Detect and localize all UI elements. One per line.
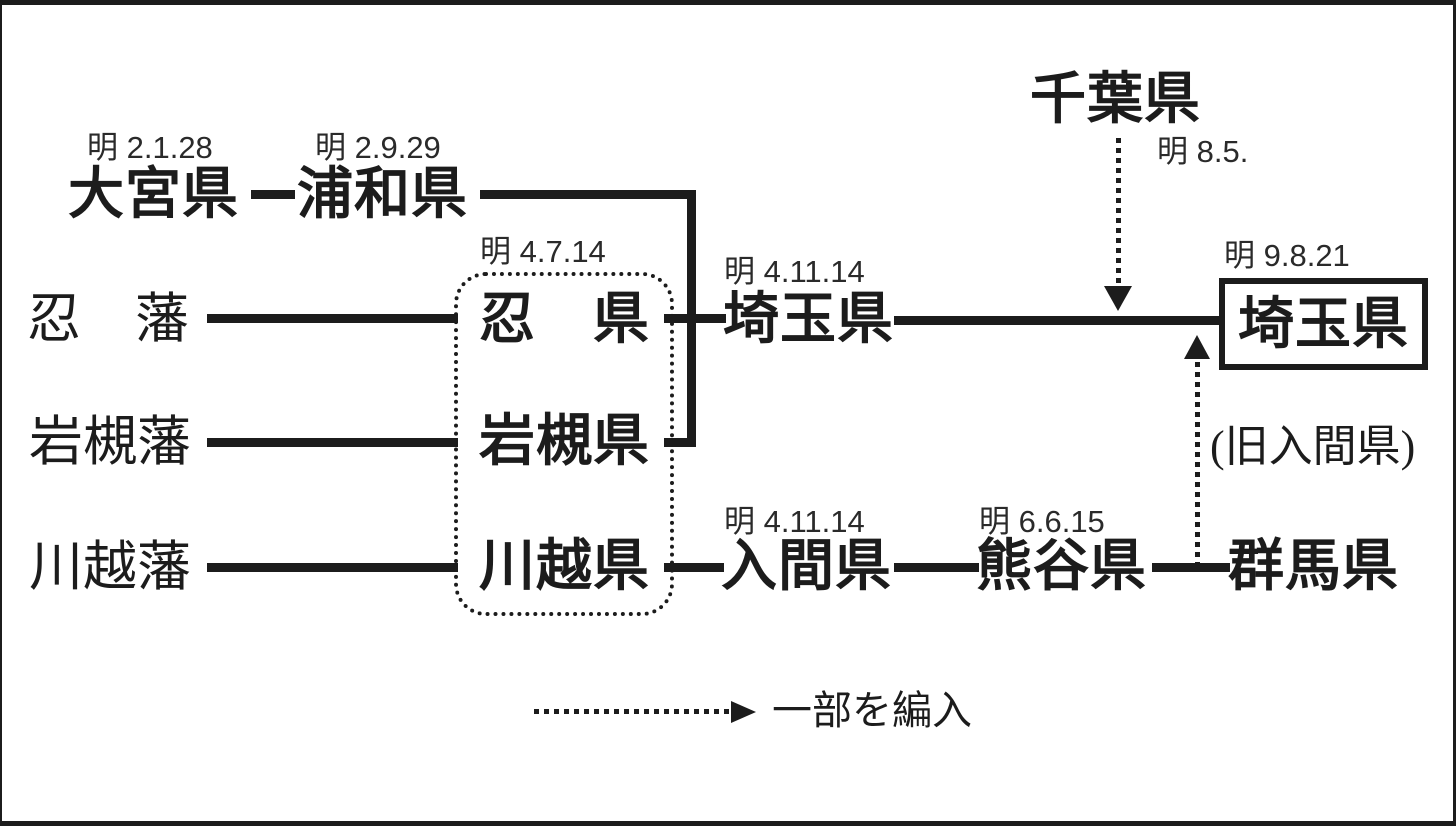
- omiya-date-label: 明 2.1.28: [87, 130, 213, 165]
- chiba-prefecture-label: 千葉県: [1030, 67, 1201, 130]
- gunma-prefecture-label: 群馬県: [1228, 534, 1399, 597]
- oshi-domain-label: 忍 藩: [27, 289, 189, 349]
- iwatsuki-to-vertical-line: [664, 438, 696, 447]
- omiya-urawa-connector-line: [251, 190, 295, 199]
- old-iruma-note-label: (旧入間県): [1210, 422, 1416, 471]
- kawagoe-han-line: [207, 563, 458, 572]
- urawa-prefecture-label: 浦和県: [297, 162, 468, 225]
- kumagaya-date-label: 明 6.6.15: [979, 504, 1105, 539]
- kumagaya-to-gunma-line: [1152, 563, 1230, 572]
- kawagoe-to-iruma-line: [664, 563, 724, 572]
- kawagoe-prefecture-label: 川越県: [479, 534, 650, 597]
- iwatsuki-prefecture-label: 岩槻県: [479, 409, 650, 472]
- legend-arrowhead-right-icon: [731, 701, 756, 723]
- saitama-final-box: 埼玉県: [1219, 278, 1428, 370]
- urawa-date-label: 明 2.9.29: [315, 130, 441, 165]
- iruma-prefecture-label: 入間県: [721, 534, 892, 597]
- saitama-final-date-label: 明 9.8.21: [1224, 238, 1350, 273]
- saitama-first-date-label: 明 4.11.14: [724, 254, 865, 289]
- gunma-dotted-arrow-line: [1195, 362, 1200, 563]
- iwatsuki-han-line: [207, 438, 458, 447]
- saitama-first-prefecture-label: 埼玉県: [723, 287, 894, 350]
- oshi-prefecture-label: 忍 県: [479, 287, 650, 350]
- iwatsuki-domain-label: 岩槻藩: [29, 412, 191, 472]
- merged-box-date-label: 明 4.7.14: [480, 234, 606, 269]
- chiba-dotted-arrow-line: [1116, 138, 1121, 288]
- kumagaya-prefecture-label: 熊谷県: [976, 534, 1147, 597]
- chiba-date-label: 明 8.5.: [1157, 134, 1249, 169]
- legend-dotted-arrow-line: [534, 709, 730, 714]
- legend-label: 一部を編入: [772, 689, 972, 733]
- oshi-han-line: [207, 314, 458, 323]
- iruma-date-label: 明 4.11.14: [724, 504, 865, 539]
- saitama-long-line: [894, 316, 1222, 325]
- chiba-arrowhead-down-icon: [1104, 286, 1132, 311]
- saitama-final-prefecture-label: 埼玉県: [1238, 292, 1409, 355]
- kawagoe-domain-label: 川越藩: [29, 537, 191, 597]
- oshi-to-saitama-line: [664, 314, 726, 323]
- gunma-arrowhead-up-icon: [1184, 335, 1210, 359]
- omiya-prefecture-label: 大宮県: [68, 162, 239, 225]
- iruma-to-kumagaya-line: [894, 563, 979, 572]
- urawa-to-corner-line: [480, 190, 696, 199]
